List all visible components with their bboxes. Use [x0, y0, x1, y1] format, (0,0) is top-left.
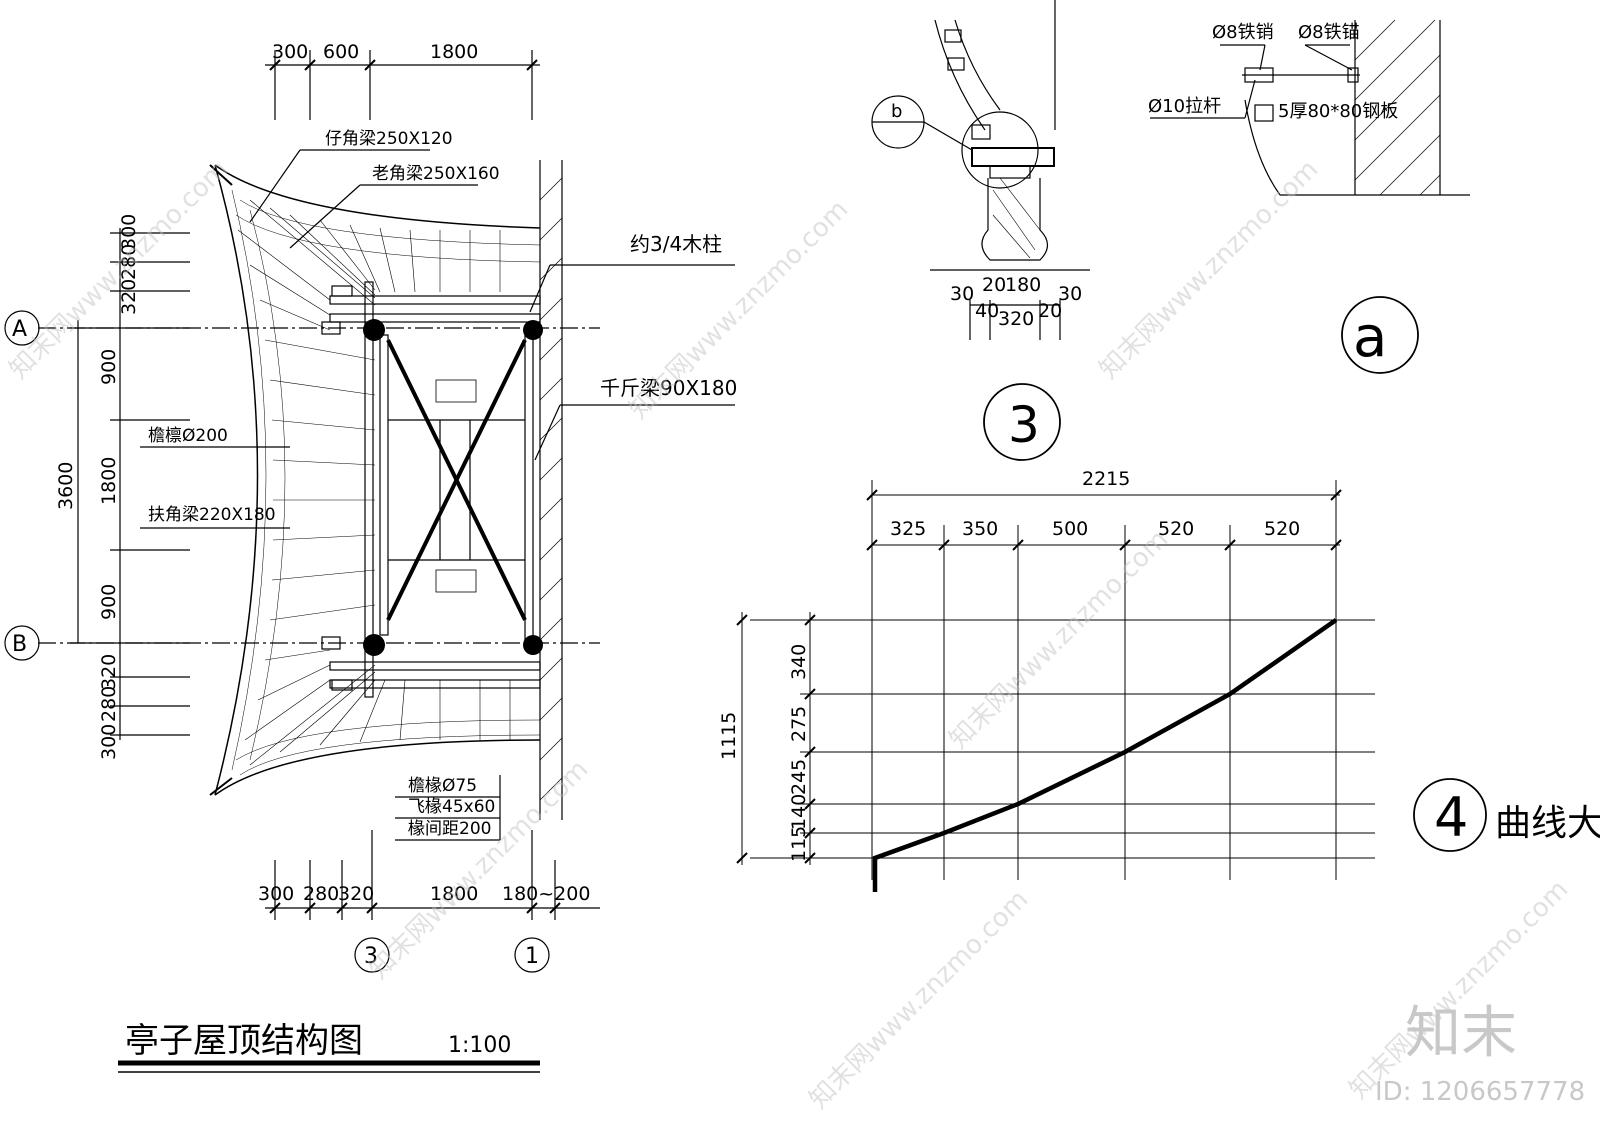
- note-fujiao: 扶角梁220X180: [148, 505, 276, 525]
- note-mu-zhu: 约3/4木柱: [630, 232, 722, 256]
- left-dim-2: 280: [118, 244, 140, 280]
- axis-a-label: A: [12, 317, 27, 342]
- watermark-site-2: 知末网www.znzmo.com: [364, 754, 595, 985]
- detail-3-dim-20b: 20: [1038, 300, 1062, 322]
- detail-a: [1150, 19, 1470, 374]
- title-text: 亭子屋顶结构图: [125, 1021, 363, 1061]
- detail-3-dim-30a: 30: [950, 283, 974, 305]
- bottom-dim-5: 180~200: [502, 883, 590, 905]
- watermark-id: ID: 1206657778: [1375, 1077, 1585, 1107]
- note-laojiao: 老角梁250X160: [372, 164, 500, 184]
- detail-4-h-2: 350: [962, 518, 998, 540]
- detail-3-dim-30b: 30: [1058, 283, 1082, 305]
- detail-4-total-v: 1115: [718, 712, 740, 760]
- detail-4-v-1: 340: [788, 644, 810, 680]
- watermark-site-4: 知末网www.znzmo.com: [944, 524, 1175, 755]
- left-dim-3: 320: [118, 279, 140, 315]
- watermark-brand: 知末: [1405, 1001, 1517, 1066]
- detail-4-v-4: 140: [788, 794, 810, 830]
- detail-a-anchor: Ø8铁锚: [1298, 22, 1360, 43]
- watermark-site-7: 知末网www.znzmo.com: [1344, 874, 1575, 1105]
- top-dim-3: 1800: [430, 41, 478, 63]
- watermark-site-5: 知末网www.znzmo.com: [1094, 154, 1325, 385]
- detail-4-overall: 2215: [1082, 468, 1130, 490]
- axis-1-label: 1: [525, 944, 539, 969]
- top-dim-2: 600: [323, 41, 359, 63]
- detail-4-label: 4: [1434, 786, 1468, 849]
- watermark-site-3: 知末网www.znzmo.com: [624, 194, 855, 425]
- detail-3-ref-b: b: [891, 101, 902, 122]
- roof-plan: [4, 50, 735, 973]
- detail-3-dim-40: 40: [975, 300, 999, 322]
- left-dim-8: 280: [98, 686, 120, 722]
- note-chuanju: 椽间距200: [408, 819, 491, 839]
- axis-b-label: B: [12, 632, 27, 657]
- detail-4-h-4: 520: [1158, 518, 1194, 540]
- detail-3: [871, 0, 1090, 461]
- detail-3-dim-320: 320: [998, 308, 1034, 330]
- detail-a-rod: Ø10拉杆: [1148, 96, 1221, 117]
- detail-4-title: 曲线大: [1495, 803, 1600, 844]
- top-dim-1: 300: [272, 41, 308, 63]
- detail-4-v-3: 245: [788, 759, 810, 795]
- detail-4-v-2: 275: [788, 706, 810, 742]
- note-linli: 檐檩Ø200: [148, 426, 228, 446]
- bottom-dim-1: 300: [258, 883, 294, 905]
- bottom-dim-3: 320: [338, 883, 374, 905]
- detail-a-plate: 5厚80*80钢板: [1278, 101, 1398, 122]
- detail-3-dim-180: 180: [1005, 274, 1041, 296]
- note-feichuan: 飞椽45x60: [408, 797, 495, 817]
- left-dim-6: 900: [98, 584, 120, 620]
- axis-3-label: 3: [364, 944, 378, 969]
- detail-a-pin: Ø8铁销: [1212, 22, 1274, 43]
- left-dim-4: 900: [98, 349, 120, 385]
- detail-4-grid: [736, 480, 1487, 892]
- detail-a-label: a: [1353, 305, 1387, 370]
- bottom-dim-4: 1800: [430, 883, 478, 905]
- note-chuan: 檐椽Ø75: [408, 776, 477, 796]
- left-dim-1: 300: [118, 214, 140, 250]
- detail-4-h-3: 500: [1052, 518, 1088, 540]
- overall-dim: 3600: [55, 462, 77, 510]
- detail-3-label: 3: [1008, 396, 1040, 454]
- watermarks: 知末网www.znzmo.com 知末网www.znzmo.com 知末网www…: [4, 154, 1585, 1115]
- note-qianjin: 千斤梁90X180: [600, 376, 737, 400]
- drawing-title: 亭子屋顶结构图 1:100: [118, 1021, 540, 1073]
- left-dim-5: 1800: [98, 457, 120, 505]
- left-dim-7: 320: [98, 654, 120, 690]
- column-markers: [363, 319, 543, 656]
- detail-3-dim-20: 20: [982, 274, 1006, 296]
- note-zijiao: 仔角梁250X120: [325, 129, 453, 149]
- watermark-site-6: 知末网www.znzmo.com: [804, 884, 1035, 1115]
- bottom-dim-2: 280: [303, 883, 339, 905]
- detail-4-v-5: 115: [788, 826, 810, 862]
- detail-4-h-5: 520: [1264, 518, 1300, 540]
- left-dim-9: 300: [98, 724, 120, 760]
- title-scale: 1:100: [448, 1033, 511, 1058]
- detail-4-h-1: 325: [890, 518, 926, 540]
